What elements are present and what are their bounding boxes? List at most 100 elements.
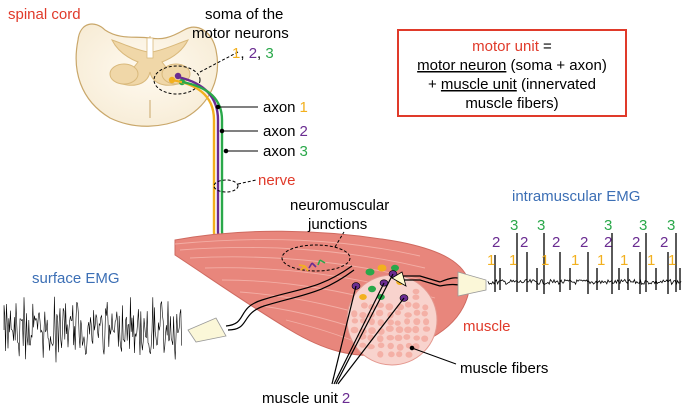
muscle-fiber <box>404 301 412 308</box>
definition-line4: muscle fibers) <box>465 95 558 112</box>
spike-label: 3 <box>667 217 675 234</box>
muscle-fiber <box>359 312 367 319</box>
spike-label: 1 <box>597 252 605 269</box>
spike-label: 3 <box>604 217 612 234</box>
central-canal <box>146 37 154 59</box>
nmj-pointer <box>334 231 345 248</box>
muscle-fiber <box>412 302 420 310</box>
intramuscular-lead <box>439 271 487 297</box>
muscle-fiber <box>351 318 359 324</box>
muscle-fiber <box>404 318 411 325</box>
muscle-fiber <box>385 325 394 332</box>
soma-highlight <box>153 65 201 95</box>
muscle-fiber <box>422 326 431 332</box>
spike-label: 2 <box>552 234 560 251</box>
nmj-endings <box>298 259 326 272</box>
nerve-highlight <box>213 179 239 193</box>
muscle-fiber <box>367 344 375 350</box>
label-surface-emg: surface EMG <box>32 270 120 287</box>
muscle-fiber <box>395 326 404 334</box>
definition-line1: motor unit = <box>472 38 552 55</box>
muscle-fiber <box>422 304 429 311</box>
spike-label: 3 <box>510 217 518 234</box>
label-muscle-fibers: muscle fibers <box>460 360 548 377</box>
muscle-fiber <box>386 334 395 341</box>
muscle-fiber <box>394 310 402 316</box>
spike-label: 2 <box>520 234 528 251</box>
muscle-fiber <box>394 334 403 341</box>
muscle-fiber <box>396 343 404 351</box>
label-spinal-cord: spinal cord <box>8 6 81 23</box>
intramuscular-connector <box>457 271 487 297</box>
muscle-fiber <box>387 319 395 326</box>
muscle-fiber <box>421 335 429 342</box>
muscle-fiber <box>423 318 430 326</box>
muscle-fiber <box>404 312 412 318</box>
label-muscle: muscle <box>463 318 511 335</box>
label-soma-line2: motor neurons <box>192 25 289 42</box>
spike-labels: 3 3 3 3 3 2 2 2 2 2 2 2 1 1 1 1 1 1 1 1 <box>487 217 676 269</box>
intramuscular-emg-trace <box>487 233 682 294</box>
muscle-fiber <box>412 288 420 295</box>
muscle-fiber <box>412 326 420 334</box>
label-intramuscular-emg: intramuscular EMG <box>512 188 640 205</box>
surface-emg-trace <box>3 296 182 363</box>
spike-label: 2 <box>632 234 640 251</box>
muscle-fiber <box>413 309 421 316</box>
nerve-pointer <box>237 179 257 185</box>
muscle-fiber <box>375 309 384 317</box>
muscle-fiber <box>387 342 394 350</box>
definition-line2: motor neuron (soma + axon) <box>417 57 607 74</box>
spike-label: 1 <box>541 252 549 269</box>
label-nmj-line2: junctions <box>307 216 367 233</box>
muscle-fiber <box>412 294 420 300</box>
spike-label: 2 <box>580 234 588 251</box>
spike-label: 1 <box>509 252 517 269</box>
muscle-fiber <box>413 318 421 326</box>
muscle-fiber <box>350 326 359 334</box>
muscle-fiber <box>376 335 384 343</box>
spike-label: 1 <box>487 252 495 269</box>
spike-label: 1 <box>647 252 655 269</box>
muscle-fiber <box>368 327 376 335</box>
label-nmj-line1: neuromuscular <box>290 197 389 214</box>
label-soma-line1: soma of the <box>205 6 283 23</box>
spike-label: 2 <box>660 234 668 251</box>
label-soma-numbers: 1, 2, 3 <box>232 45 274 62</box>
spike-label: 3 <box>639 217 647 234</box>
muscle-fiber <box>421 310 428 317</box>
spike-label: 1 <box>620 252 628 269</box>
surface-connector <box>187 317 227 343</box>
muscle-fiber <box>413 335 421 341</box>
label-nerve: nerve <box>258 172 296 189</box>
muscle-fiber <box>405 351 413 358</box>
muscle <box>174 230 471 366</box>
muscle-fiber <box>404 326 412 334</box>
muscle-fiber <box>351 310 358 318</box>
muscle-unit-pointers <box>331 273 405 385</box>
spike-label: 2 <box>492 234 500 251</box>
soma-pointer <box>199 51 239 73</box>
spike-label: 1 <box>571 252 579 269</box>
muscle-fiber <box>394 320 401 326</box>
muscle-fiber <box>403 334 411 340</box>
muscle-fiber <box>388 351 395 358</box>
muscle-fiber <box>385 303 394 311</box>
spike-label: 1 <box>668 252 676 269</box>
definition-box <box>397 29 627 117</box>
surface-lead <box>187 265 355 343</box>
spike-label: 2 <box>604 234 612 251</box>
muscle-fiber <box>368 318 375 326</box>
ventral-horn-left <box>109 63 139 85</box>
nmj-highlight <box>281 244 351 272</box>
definition-line3: + muscle unit (innervated <box>428 76 596 93</box>
muscle-fiber <box>361 302 368 309</box>
muscle-fiber <box>377 342 385 349</box>
spinal-cord <box>75 23 239 127</box>
